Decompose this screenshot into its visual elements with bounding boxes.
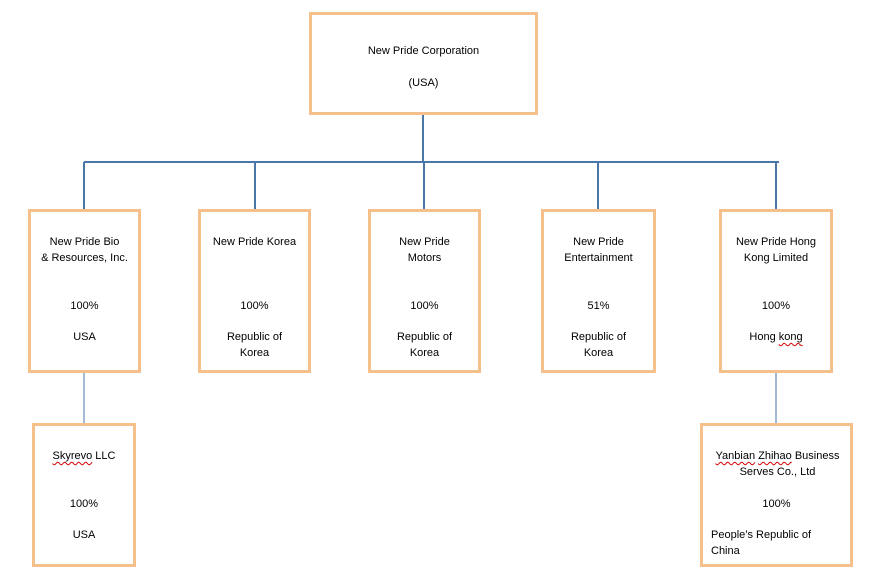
box-country: Republic of Korea (396, 331, 453, 359)
box-ownership: 100% (410, 300, 439, 312)
box-new-pride-bio: New Pride Bio & Resources, Inc. 100% USA (28, 209, 141, 373)
spellcheck-word: Zhihao (758, 450, 792, 462)
box-country: Republic of Korea (570, 331, 627, 359)
box-ownership: 51% (587, 300, 610, 312)
box-new-pride-hong-kong: New Pride Hong Kong Limited 100% Hong ko… (719, 209, 833, 373)
box-name: Skyrevo LLC (35, 448, 133, 464)
box-country: USA (73, 331, 96, 343)
box-name: New Pride Motors (399, 236, 450, 264)
spellcheck-word: kong (778, 331, 803, 343)
name-text: LLC (92, 450, 116, 462)
box-new-pride-korea: New Pride Korea 100% Republic of Korea (198, 209, 311, 373)
box-ownership: 100% (762, 498, 791, 510)
box-skyrevo: Skyrevo LLC 100% USA (32, 423, 136, 567)
root-name: New Pride Corporation (367, 45, 480, 57)
box-name: New Pride Bio & Resources, Inc. (41, 236, 128, 264)
country-text: Hong (749, 331, 779, 343)
box-name: New Pride Korea (212, 236, 297, 248)
box-name: New Pride Hong Kong Limited (735, 236, 817, 264)
box-country: People’s Republic of China (711, 529, 812, 557)
box-ownership: 100% (240, 300, 269, 312)
spellcheck-word: Yanbian (715, 450, 756, 462)
box-name: New Pride Entertainment (564, 236, 633, 264)
box-ownership: 100% (761, 300, 791, 312)
box-country: USA (72, 529, 96, 541)
box-ownership: 100% (70, 300, 99, 312)
box-new-pride-entertainment: New Pride Entertainment 51% Republic of … (541, 209, 656, 373)
box-yanbian-zhihao: Yanbian Zhihao Business Serves Co., Ltd … (700, 423, 853, 567)
box-name: Yanbian Zhihao Business Serves Co., Ltd (709, 448, 846, 480)
spellcheck-word: Skyrevo (52, 450, 93, 462)
box-new-pride-motors: New Pride Motors 100% Republic of Korea (368, 209, 481, 373)
name-text: Business Serves Co., Ltd (739, 450, 840, 478)
box-ownership: 100% (69, 498, 99, 510)
box-country: Republic of Korea (226, 331, 283, 359)
root-country: (USA) (408, 77, 439, 89)
root-box-new-pride-corporation: New Pride Corporation (USA) (309, 12, 538, 115)
box-country: Hong kong (726, 329, 826, 345)
